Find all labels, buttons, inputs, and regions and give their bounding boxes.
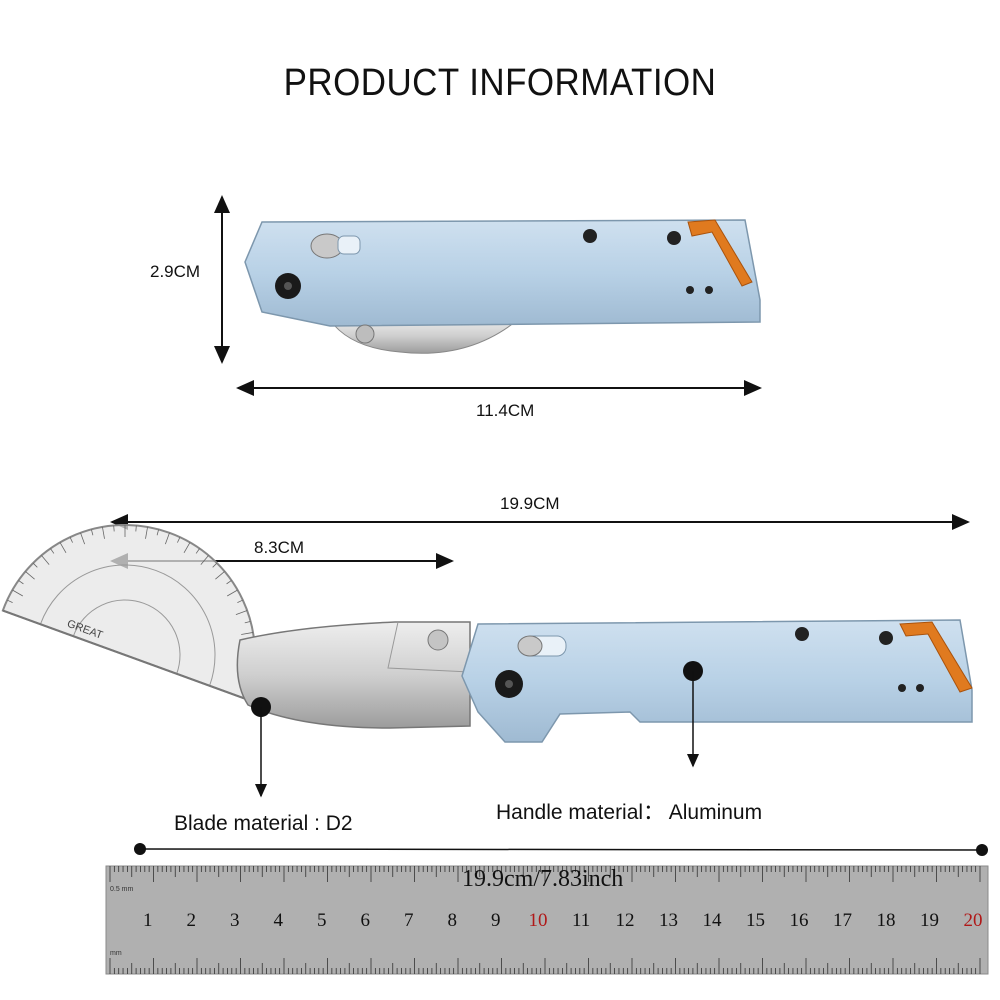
protractor-tick: [212, 562, 218, 568]
ruler: [105, 865, 989, 975]
protractor-tick: [124, 525, 126, 538]
ruler-number: 13: [659, 910, 678, 931]
ruler-number: 14: [702, 910, 722, 931]
protractor-tick: [195, 548, 200, 554]
ruler-measure-label: 19.9cm/7.83inch: [462, 866, 624, 892]
open-screw: [879, 631, 893, 645]
protractor-tick: [145, 526, 148, 539]
protractor-tick: [50, 548, 55, 554]
ruler-number: 20: [963, 910, 983, 931]
closed-screw: [583, 229, 597, 243]
ruler-number: 12: [615, 910, 635, 931]
ruler-number: 7: [404, 910, 414, 931]
closed-lanyard-clip: [687, 219, 753, 287]
ruler-number: 19: [920, 910, 939, 931]
protractor-tick: [183, 542, 191, 554]
protractor-tick: [41, 555, 50, 565]
ruler-number: 4: [273, 910, 284, 931]
blade-material-label: Blade material : D2: [174, 812, 353, 835]
protractor-tick: [59, 542, 67, 554]
protractor-tick: [90, 529, 94, 536]
protractor-tick: [156, 529, 160, 536]
protractor-tick: [241, 632, 254, 635]
ruler-number: 15: [746, 910, 765, 931]
closed-handle: [244, 219, 761, 327]
protractor-tick: [244, 620, 251, 624]
ruler-number: 8: [447, 910, 458, 931]
ruler-number: 17: [833, 910, 852, 931]
protractor-tick: [25, 571, 35, 580]
ruler-number: 3: [230, 910, 240, 931]
blade-length-label: 8.3CM: [254, 538, 305, 557]
ruler-number: 18: [876, 910, 896, 931]
protractor-tick: [18, 580, 24, 585]
closed-screw: [667, 231, 681, 245]
closed-blade: [329, 317, 522, 354]
ruler-number: 6: [360, 910, 371, 931]
protractor-tick: [80, 532, 86, 545]
protractor-tick: [226, 589, 238, 597]
ruler-unit-bottom: mm: [110, 950, 122, 957]
overall-length-label: 19.9CM: [500, 494, 560, 513]
ruler-number: 10: [528, 910, 548, 931]
protractor-tick: [215, 571, 225, 580]
closed-stud-slot: [337, 235, 361, 255]
protractor-tick: [7, 599, 13, 603]
ruler-body: [105, 865, 989, 975]
protractor-tick: [69, 537, 73, 543]
length-label: 11.4CM: [476, 401, 535, 420]
protractor-tick: [235, 610, 248, 616]
ruler-span-line: [139, 848, 983, 851]
open-knife: [236, 619, 973, 743]
open-blade: [236, 621, 471, 729]
height-label: 2.9CM: [150, 262, 201, 281]
protractor-tick: [164, 532, 170, 545]
ruler-number: 9: [491, 910, 501, 931]
ruler-number: 16: [789, 910, 809, 931]
closed-knife: [244, 219, 761, 354]
ruler-number: 1: [143, 910, 153, 931]
open-handle: [461, 619, 973, 743]
page-title: PRODUCT INFORMATION: [283, 62, 717, 104]
protractor-tick: [237, 599, 243, 603]
protractor-tick: [102, 526, 105, 539]
ruler-unit-top: 0.5 mm: [110, 886, 134, 893]
ruler-ticks: [109, 866, 981, 974]
ruler-number: 5: [317, 910, 327, 931]
protractor-tick: [177, 537, 181, 543]
handle-material-label: Handle material： Aluminum: [496, 801, 763, 824]
open-screw: [795, 627, 809, 641]
ruler-number: 11: [572, 910, 591, 931]
protractor-tick: [226, 580, 232, 585]
protractor-tick: [113, 525, 115, 532]
open-lanyard-clip: [899, 621, 973, 693]
protractor-tick: [200, 555, 209, 565]
protractor-tick: [135, 525, 137, 532]
ruler-number: 2: [186, 910, 197, 931]
protractor-tick: [32, 562, 38, 568]
protractor-tick: [12, 589, 24, 597]
